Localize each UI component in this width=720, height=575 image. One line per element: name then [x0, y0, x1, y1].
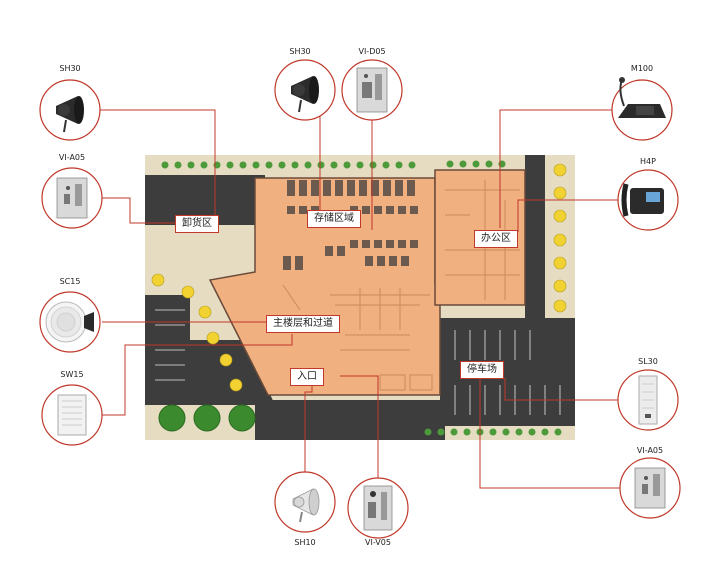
- leader-sl30: [504, 378, 620, 401]
- ceiling-speaker-icon: [45, 301, 94, 343]
- video-intercom-icon: [363, 485, 393, 531]
- roads: [145, 155, 575, 440]
- intercom-panel-icon: [634, 467, 666, 509]
- wall-speaker-icon: [57, 394, 87, 436]
- zone-label-storage: 存储区域: [307, 210, 361, 228]
- device-label-sw15: SW15: [60, 370, 84, 379]
- zone-label-office: 办公区: [474, 230, 518, 248]
- device-label-sh30-top: SH30: [289, 47, 311, 56]
- intercom-panel-icon: [356, 67, 388, 113]
- paging-console-icon: [618, 77, 666, 118]
- leader-sh30-left: [100, 109, 216, 217]
- left-lower-road: [145, 340, 275, 405]
- white-horn-speaker-icon: [292, 488, 320, 523]
- leader-via05-right: [479, 378, 620, 489]
- leader-h4p: [517, 199, 618, 232]
- device-label-vid05: VI-D05: [358, 47, 386, 56]
- device-label-sc15: SC15: [59, 277, 81, 286]
- entrance-road: [255, 400, 445, 440]
- device-label-via05-right: VI-A05: [636, 446, 664, 455]
- device-label-sh30-left: SH30: [59, 64, 81, 73]
- device-label-h4p: H4P: [640, 157, 656, 166]
- leader-lines: [100, 109, 620, 489]
- zone-label-entrance: 入口: [290, 368, 324, 386]
- flowers: [151, 163, 567, 392]
- right-road: [525, 155, 545, 320]
- device-label-via05-left: VI-A05: [58, 153, 86, 162]
- storage-shelves: [283, 180, 418, 270]
- leader-sw15: [102, 334, 293, 416]
- device-label-sh10: SH10: [294, 538, 316, 547]
- floor-aisles: [282, 284, 433, 391]
- zone-label-parking: 停车场: [460, 361, 504, 379]
- horn-speaker-icon: [56, 96, 84, 133]
- intercom-panel-icon: [56, 177, 88, 219]
- device-label-m100: M100: [630, 64, 654, 73]
- hedges: [161, 160, 562, 436]
- ip-phone-icon: [621, 183, 664, 217]
- device-label-viv05: VI-V05: [365, 538, 391, 547]
- horn-speaker-icon: [291, 76, 319, 113]
- device-label-sl30: SL30: [638, 357, 658, 366]
- trees: [158, 404, 256, 432]
- leader-sh10: [304, 384, 313, 472]
- column-speaker-icon: [638, 375, 658, 425]
- zone-label-main-floor: 主楼层和过道: [266, 315, 340, 333]
- leader-m100: [499, 109, 612, 228]
- leader-viv05: [340, 375, 379, 478]
- zone-label-unloading: 卸货区: [175, 215, 219, 233]
- leader-via05-left: [102, 197, 175, 224]
